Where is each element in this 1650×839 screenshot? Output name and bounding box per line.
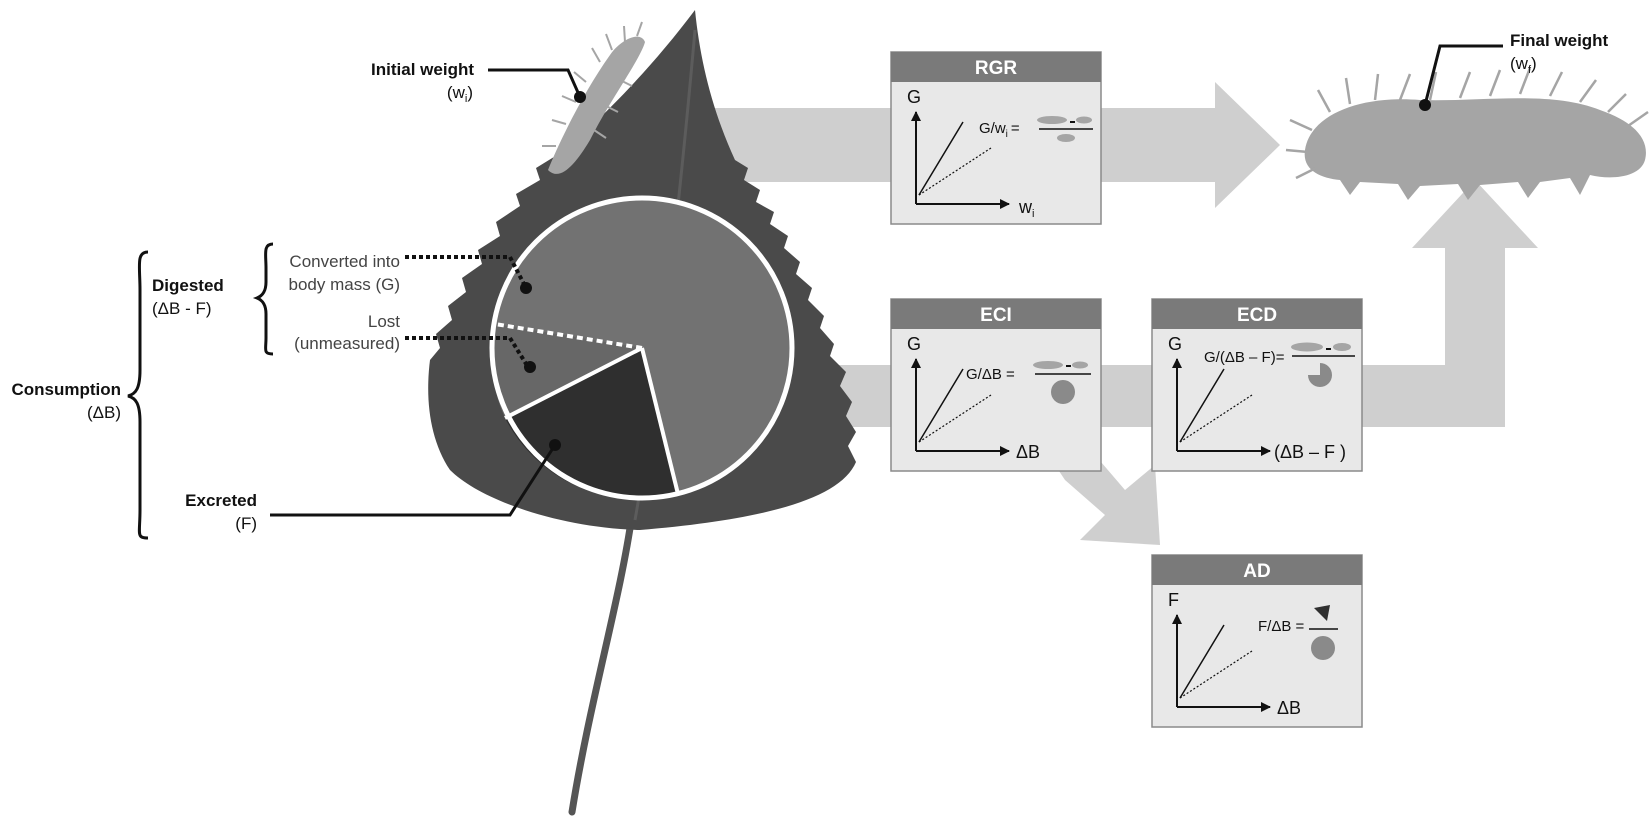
panel-rgr-initial-caterpillar-icon [1076, 116, 1092, 124]
panel-ad-x-label: ΔB [1277, 698, 1301, 718]
leader-final-weight [1423, 44, 1503, 106]
label-converted-line1: Converted into [289, 252, 400, 271]
pointer-dot-converted [520, 282, 532, 294]
panel-ecd-formula: G/(ΔB – F)= [1204, 349, 1285, 366]
pie-outline [489, 195, 795, 501]
brace-consumption [127, 250, 149, 540]
pie-divider-excreted-converted [640, 347, 680, 495]
panel-eci-consumption-circle-icon [1051, 380, 1075, 404]
flow-arrow-up [1412, 180, 1538, 427]
label-final-weight: Final weight [1510, 31, 1609, 50]
panel-ecd-header [1152, 299, 1362, 329]
label-digested: Digested [152, 276, 224, 295]
caterpillar-final-bristles [1285, 67, 1649, 180]
caterpillar-initial [542, 21, 645, 174]
caterpillar-final [1285, 67, 1649, 200]
panel-rgr-line-solid [918, 121, 964, 196]
panel-eci-x-label: ΔB [1016, 442, 1040, 462]
label-digested-symbol: (ΔB - F) [152, 299, 212, 318]
left-labels: Initial weight (wi) Consumption (ΔB) Dig… [11, 60, 474, 533]
pie-slice-excreted [505, 348, 678, 500]
pie-divider-lost-excreted [504, 346, 643, 420]
panel-rgr-final-caterpillar-icon [1037, 116, 1067, 124]
panel-ad-formula: F/ΔB = [1258, 618, 1305, 635]
panel-ad-line-solid [1179, 624, 1225, 699]
caterpillar-final-body [1304, 98, 1646, 200]
consumption-pie [489, 195, 795, 501]
label-initial-weight: Initial weight [371, 60, 474, 79]
panel-ecd-y-label: G [1168, 334, 1182, 354]
label-final-weight-symbol: (wf) [1510, 54, 1537, 76]
pointer-dot-excreted [549, 439, 561, 451]
pie-slice-converted [495, 198, 794, 494]
panel-ad-header [1152, 555, 1362, 585]
leaf-stem [568, 511, 636, 816]
panel-rgr-y-label: G [907, 87, 921, 107]
label-excreted: Excreted [185, 491, 257, 510]
panel-ecd-line-solid [1179, 368, 1225, 443]
panel-eci-formula: G/ΔB = [966, 366, 1015, 383]
panel-eci-header [891, 299, 1101, 329]
panel-ecd-initial-caterpillar-icon [1333, 343, 1351, 351]
panel-rgr: RGR G wi G/wi= [890, 51, 1102, 225]
panel-ad: AD F ΔB F/ΔB = [1151, 554, 1363, 728]
label-initial-weight-symbol: (wi) [447, 83, 473, 105]
label-lost-line2: (unmeasured) [294, 334, 400, 353]
panel-rgr-header [891, 52, 1101, 82]
caterpillar-initial-bristles [542, 21, 643, 147]
panel-ecd-x-label: (ΔB – F ) [1274, 442, 1346, 462]
leader-excreted [270, 444, 557, 517]
pointer-dot-lost [524, 361, 536, 373]
leader-initial-weight [488, 68, 582, 98]
panel-eci-line-solid [918, 368, 964, 443]
panel-ecd-title: ECD [1237, 305, 1277, 326]
panel-eci: ECI G ΔB G/ΔB = [890, 298, 1102, 472]
panel-rgr-x-label: wi [1018, 197, 1034, 220]
panel-ecd-final-caterpillar-icon [1291, 342, 1323, 352]
braces [127, 242, 274, 540]
panel-eci-title: ECI [980, 305, 1012, 326]
leader-lines [270, 44, 1503, 517]
label-lost-line1: Lost [368, 312, 400, 331]
pie-divider-dashed [494, 322, 643, 350]
panel-eci-y-label: G [907, 334, 921, 354]
label-excreted-symbol: (F) [235, 514, 257, 533]
flow-arrow-to-ad [1045, 450, 1160, 545]
panel-ad-title: AD [1243, 561, 1270, 582]
caterpillar-initial-body [548, 36, 645, 174]
leader-converted [405, 255, 528, 289]
brace-digested [252, 242, 274, 356]
panel-rgr-denominator-caterpillar-icon [1057, 134, 1075, 142]
label-consumption-symbol: (ΔB) [87, 403, 121, 422]
final-weight-labels: Final weight (wf) [1510, 31, 1609, 76]
panel-ad-consumption-circle-icon [1311, 636, 1335, 660]
panel-ecd: ECD G (ΔB – F ) G/(ΔB – F)= [1151, 298, 1363, 472]
panel-eci-initial-caterpillar-icon [1072, 361, 1088, 369]
label-consumption: Consumption [11, 380, 121, 399]
panel-ad-y-label: F [1168, 590, 1179, 610]
panel-rgr-formula: G/wi= [979, 120, 1020, 140]
leader-lost [405, 336, 530, 369]
panel-rgr-title: RGR [975, 58, 1018, 79]
label-converted-line2: body mass (G) [289, 275, 400, 294]
panel-ecd-digested-pie-icon [1308, 363, 1332, 387]
pie-slice-lost [491, 324, 642, 418]
panel-eci-final-caterpillar-icon [1033, 361, 1063, 369]
panel-ad-excreted-wedge-icon [1314, 605, 1330, 621]
